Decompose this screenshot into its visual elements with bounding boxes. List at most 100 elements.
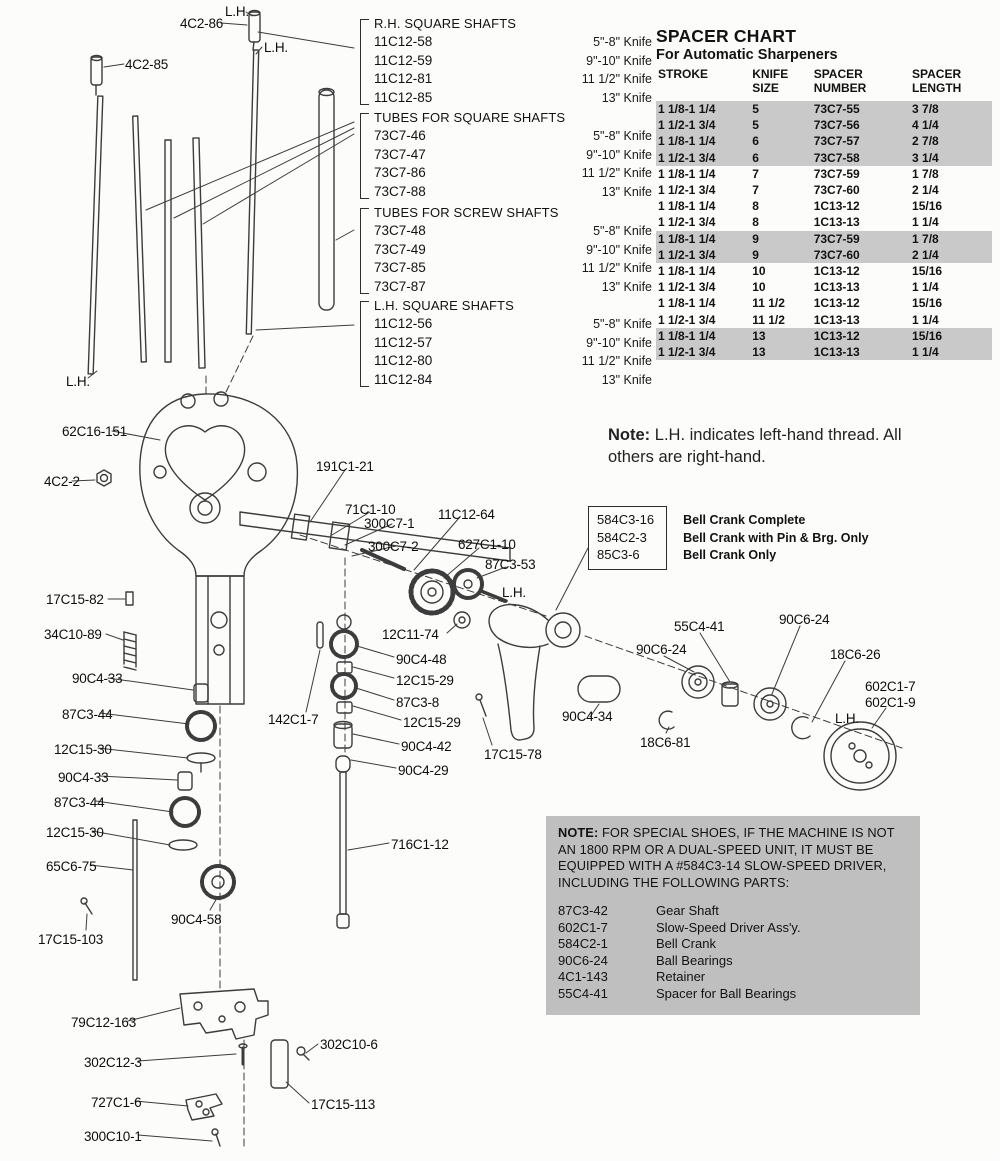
label-627c1-10: 627C1-10 [458,537,516,552]
spacer-cell-knife_size: 8 [752,215,759,230]
spacer-cell-knife_size: 10 [752,280,766,295]
rod-716c1-12 [335,755,351,929]
list-bracket [360,113,369,199]
spacer-cell-knife_size: 10 [752,264,766,279]
part-number: 11C12-57 [374,334,433,350]
spacer-cell-spacer_number: 1C13-12 [813,328,860,343]
spacer-cell-spacer_length: 2 1/4 [912,183,939,198]
spacer-cell-spacer_length: 1 7/8 [912,231,939,246]
spacer-cell-knife_size: 6 [752,150,759,165]
spacer-cell-knife_size: 9 [752,231,759,246]
bell-crank-desc: Bell Crank Complete [683,513,806,527]
spacer-cell-knife_size: 11 1/2 [752,312,785,327]
label-302c10-6: 302C10-6 [320,1037,378,1052]
square-shafts [87,49,260,375]
part-number: 11C12-80 [374,353,433,368]
spacer-cell-spacer_number: 73C7-59 [813,166,860,181]
spacer-cell-spacer_number: 73C7-59 [813,231,860,246]
label-300c10-1: 300C10-1 [84,1129,142,1144]
spacer-cell-spacer_length: 1 1/4 [912,215,939,230]
spacer-cell-knife_size: 8 [752,199,759,214]
label-90c4-29: 90C4-29 [398,763,449,778]
label-302c12-3: 302C12-3 [84,1055,142,1070]
bell-crank-part: 584C3-16 [597,512,655,527]
part-number: 11C12-56 [374,316,433,331]
label-lh: L.H. [264,40,288,55]
part-description: Gear Shaft [656,903,719,918]
label-90c4-48: 90C4-48 [396,652,447,667]
label-90c4-33: 90C4-33 [72,671,123,686]
spacer-cell-spacer_number: 1C13-12 [813,296,860,311]
knife-size: 13" Knife [601,279,652,294]
screw-shaft-tube [318,87,335,311]
spacer-cell-knife_size: 7 [752,183,759,198]
label-90c6-24: 90C6-24 [779,612,830,627]
spacer-cell-spacer_length: 15/16 [912,264,943,279]
shaft-list-title: TUBES FOR SCREW SHAFTS [374,205,559,220]
spacer-cell-spacer_length: 1 7/8 [912,166,939,181]
spacer-cell-spacer_number: 73C7-56 [813,118,860,133]
spacer-cell-spacer_number: 1C13-12 [813,264,860,279]
label-17c15-82: 17C15-82 [46,592,104,607]
label-12c15-29: 12C15-29 [403,715,461,730]
spacer-cell-stroke: 1 1/8-1 1/4 [658,231,716,246]
spacer-cell-knife_size: 9 [752,247,759,262]
col-spacer-number: SPACER NUMBER [813,67,867,95]
part-number: 90C6-24 [558,952,608,968]
spacer-table: STROKE KNIFE SIZE SPACER NUMBER SPACER L… [656,66,992,361]
spacer-cell-spacer_length: 2 7/8 [912,134,939,149]
spacer-cell-stroke: 1 1/2-1 3/4 [658,215,716,230]
part-number: 11C12-59 [374,52,433,68]
spacer-cell-spacer_length: 15/16 [912,328,943,343]
special-note-label: NOTE: [558,825,599,840]
part-description: Bell Crank [656,936,716,951]
label-lh: L.H. [66,374,90,389]
col-spacer-length: SPACER LENGTH [912,67,962,95]
spacer-cell-knife_size: 5 [752,102,759,116]
bell-crank-part: 584C2-3 [597,529,647,545]
label-90c6-24: 90C6-24 [636,642,687,657]
shaft-list-title: TUBES FOR SQUARE SHAFTS [374,110,566,125]
label-62c16-151: 62C16-151 [62,424,128,439]
part-description: Slow-Speed Driver Ass'y. [656,919,801,935]
special-note-text: NOTE: FOR SPECIAL SHOES, IF THE MACHINE … [558,825,908,891]
special-note-body: FOR SPECIAL SHOES, IF THE MACHINE IS NOT… [558,825,895,890]
gear-627c1-10 [408,568,456,616]
bottom-assembly [179,988,310,1147]
spacer-cell-stroke: 1 1/2-1 3/4 [658,280,716,295]
spacer-cell-spacer_number: 73C7-60 [813,183,860,198]
knife-size: 9"-10" Knife [586,53,652,68]
spacer-cell-stroke: 1 1/8-1 1/4 [658,134,716,149]
spacer-row: 1 1/8-1 1/4 9 73C7-59 1 7/8 [656,230,992,247]
spacer-cell-knife_size: 6 [752,134,759,149]
part-number: 11C12-81 [374,71,433,86]
label-90c4-58: 90C4-58 [171,912,222,927]
label-34c10-89: 34C10-89 [44,627,102,642]
knife-size: 11 1/2" Knife [581,261,652,275]
centerlines [205,335,903,1151]
spacer-cell-spacer_length: 1 1/4 [912,312,939,327]
label-4c2-86: 4C2-86 [180,16,224,31]
thread-note-text: L.H. indicates left-hand thread. All oth… [608,426,902,466]
